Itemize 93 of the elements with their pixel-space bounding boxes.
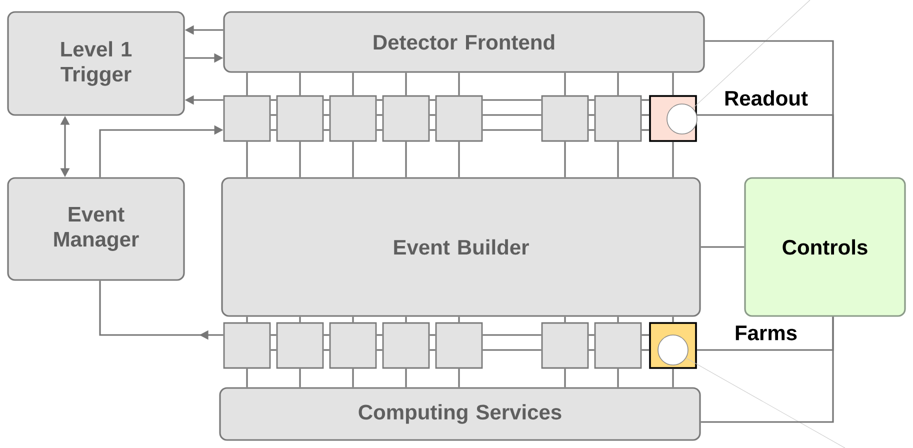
connector-line: [376, 99, 382, 101]
connector-line: [458, 368, 460, 388]
connector-line: [376, 114, 382, 116]
connector-line: [564, 72, 566, 96]
connector-line: [270, 99, 276, 101]
arrow: [99, 280, 224, 340]
connector-line: [642, 129, 650, 131]
connector-line: [642, 99, 650, 101]
connector-line: [352, 316, 354, 322]
row-label: Farms: [736, 326, 797, 340]
connector-line: [430, 114, 436, 116]
process-box: Level 1 Trigger: [7, 11, 185, 116]
process-box: Event Builder: [221, 177, 701, 317]
connector-line: [405, 72, 407, 96]
connector-line: [352, 72, 354, 96]
connector-line: [270, 334, 276, 336]
module-box: [276, 95, 324, 142]
module-box: [382, 322, 430, 369]
connector-line: [324, 99, 330, 101]
connector-line: [672, 142, 674, 178]
module-box: [435, 95, 483, 142]
module-box: [276, 322, 324, 369]
connector-line: [324, 114, 330, 116]
connector-line: [246, 142, 248, 178]
connector-line: [405, 316, 407, 322]
connector-line: [270, 349, 276, 351]
connector-line: [430, 129, 436, 131]
connector-line: [405, 368, 407, 388]
connector-line: [376, 349, 382, 351]
connector-line: [672, 316, 674, 322]
connector-line: [642, 334, 650, 336]
connector-line: [246, 368, 248, 388]
module-box: [223, 95, 271, 142]
connector-line: [299, 368, 301, 388]
connector-line: [270, 129, 276, 131]
connector-line: [299, 316, 301, 322]
connector-line: [588, 99, 594, 101]
connector-line: [299, 142, 301, 178]
connector-line: [376, 334, 382, 336]
connector-line: [588, 129, 594, 131]
connector-line: [405, 142, 407, 178]
module-box: [382, 95, 430, 142]
connector-line: [458, 316, 460, 322]
connector-line: [430, 99, 436, 101]
connector-line: [700, 246, 744, 248]
connector-line: [617, 142, 619, 178]
connector-line: [482, 129, 542, 131]
connector-line: [246, 72, 248, 96]
connector-line: [299, 72, 301, 96]
connector-line: [617, 316, 619, 322]
connector-line: [588, 334, 594, 336]
connector-line: [324, 129, 330, 131]
connector-line: [430, 334, 436, 336]
connector-line: [588, 349, 594, 351]
module-box: [435, 322, 483, 369]
module-box: [541, 322, 589, 369]
connector-line: [564, 316, 566, 322]
module-box: [541, 95, 589, 142]
process-box: Controls: [744, 177, 906, 317]
connector-line: [352, 142, 354, 178]
connector-line: [642, 114, 650, 116]
connector-line: [482, 349, 542, 351]
connector-line: [482, 99, 542, 101]
connector-line: [376, 129, 382, 131]
connector-line: [617, 368, 619, 388]
connector-line: [246, 316, 248, 322]
connector-line: [700, 316, 834, 423]
connector-line: [696, 114, 834, 178]
connector-line: [458, 142, 460, 178]
module-box: [594, 95, 642, 142]
connector-line: [642, 349, 650, 351]
process-box: Computing Services: [219, 387, 701, 441]
connector-line: [672, 72, 674, 96]
module-box: [223, 322, 271, 369]
row-label: Readout: [725, 90, 808, 106]
connector-line: [672, 368, 674, 388]
process-box: Event Manager: [7, 177, 185, 281]
process-box: Detector Frontend: [223, 11, 705, 73]
connector-line: [324, 334, 330, 336]
connector-line: [430, 349, 436, 351]
connector-line: [324, 349, 330, 351]
connector-line: [352, 368, 354, 388]
connector-line: [270, 114, 276, 116]
connector-line: [458, 72, 460, 96]
connector-line: [482, 334, 542, 336]
module-box: [329, 322, 377, 369]
connector-line: [588, 114, 594, 116]
module-box: [329, 95, 377, 142]
connector-line: [564, 142, 566, 178]
connector-line: [482, 114, 542, 116]
module-box: [594, 322, 642, 369]
connector-line: [617, 72, 619, 96]
connector-line: [564, 368, 566, 388]
